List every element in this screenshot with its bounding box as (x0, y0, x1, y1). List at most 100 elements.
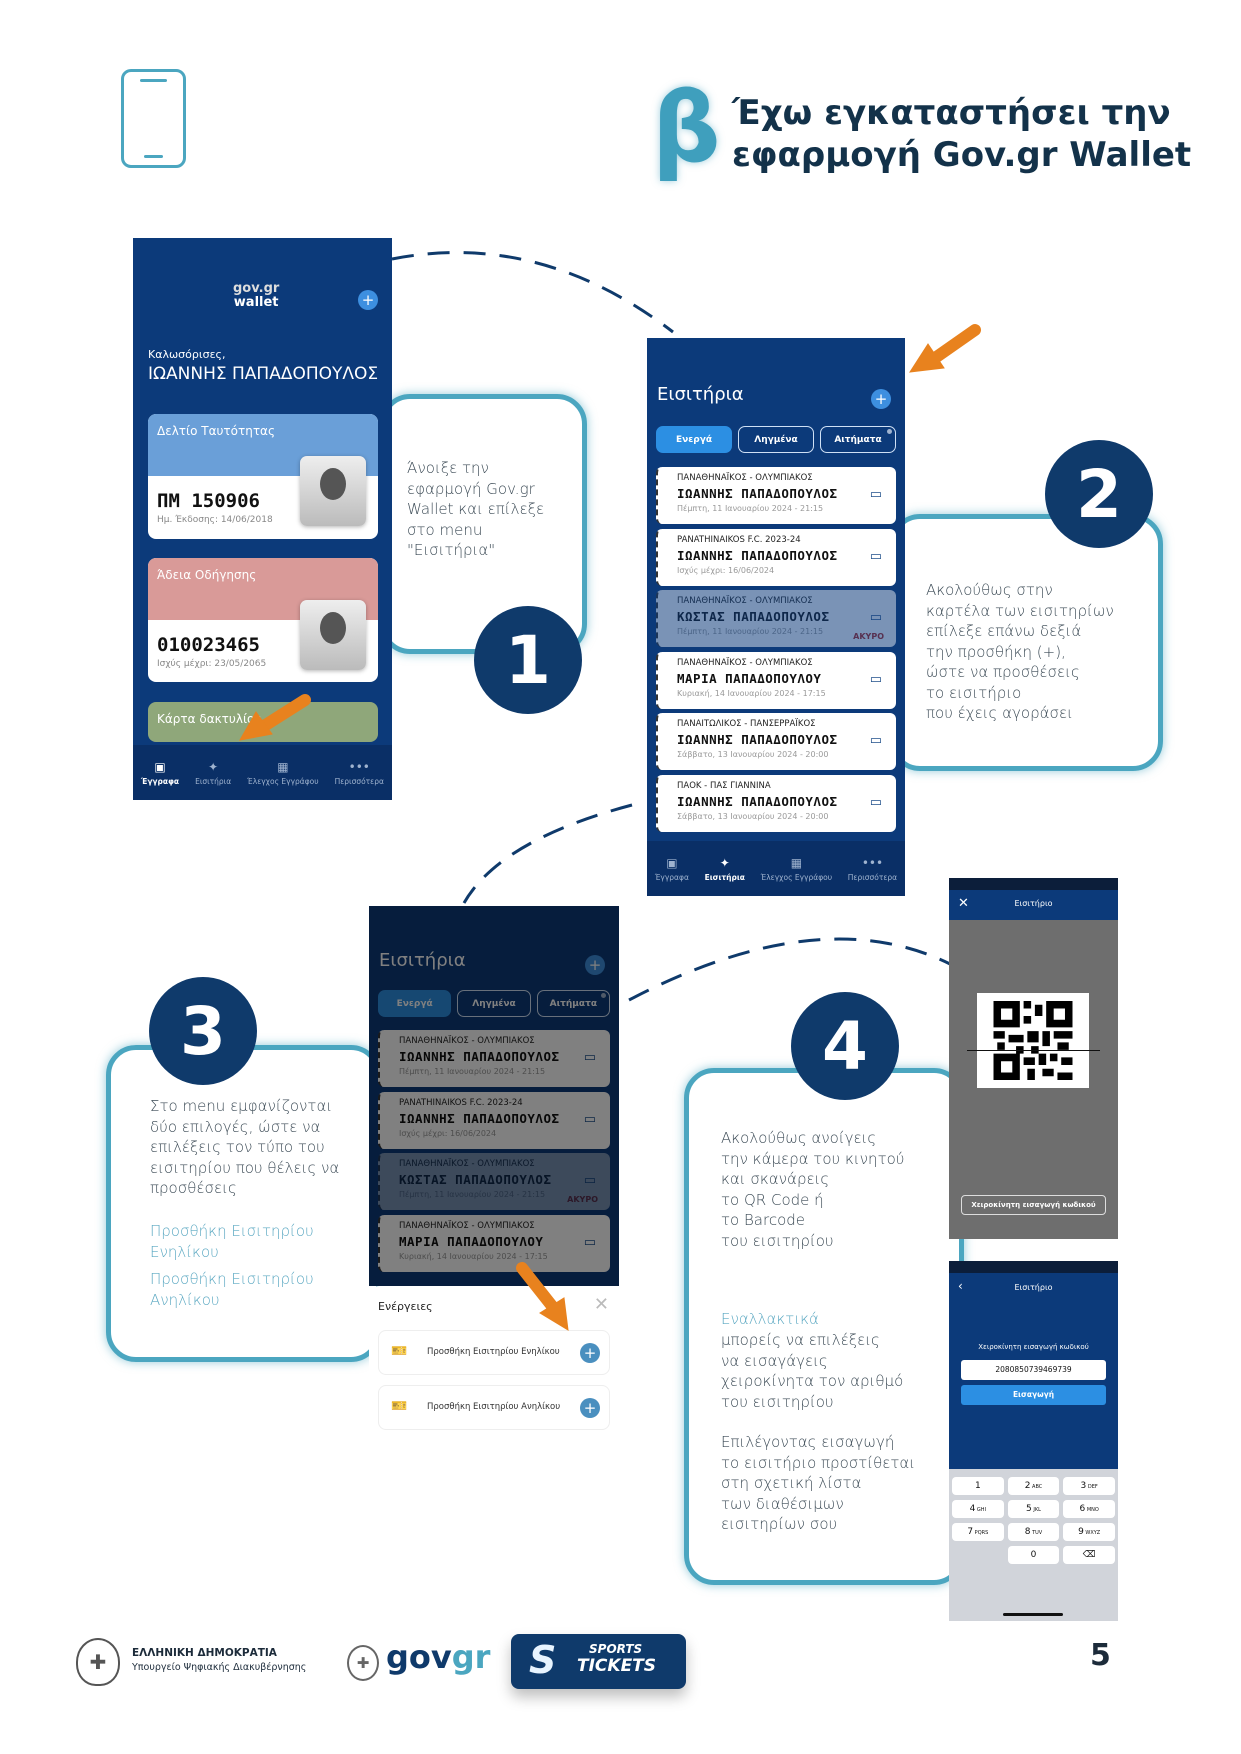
ticket-holder: ΙΩΑΝΝΗΣ ΠΑΠΑΔΟΠΟΥΛΟΣ (399, 1110, 560, 1126)
add-ticket-button[interactable]: + (585, 955, 605, 975)
notification-dot (887, 429, 892, 434)
ticket-match: ΠΑΝΑΘΗΝΑΪΚΟΣ - ΟΛΥΜΠΙΑΚΟΣ (677, 473, 813, 483)
code-input[interactable]: 2080850739469739 (961, 1360, 1106, 1380)
key-8[interactable]: 8 TUV (1007, 1523, 1060, 1541)
tab-0[interactable]: Ενεργά (656, 426, 732, 453)
ticket-row[interactable]: ΠΑΝΑΘΗΝΑΪΚΟΣ - ΟΛΥΜΠΙΑΚΟΣ ΜΑΡΙΑ ΠΑΠΑΔΟΠΟΥ… (656, 651, 896, 709)
key-5[interactable]: 5 JKL (1007, 1500, 1060, 1518)
phone-qr-scan: ✕ Εισιτήριο Χειροκίνητη εισαγωγή κωδικού (949, 878, 1118, 1239)
nav-item-1[interactable]: ✦Εισιτήρια (195, 760, 231, 786)
nav-item-3[interactable]: •••Περισσότερα (335, 760, 384, 786)
bottom-nav: ▣Έγγραφα ✦Εισιτήρια ▦Έλεγχος Εγγράφου •••Πε… (647, 841, 905, 896)
ticket-match: ΠΑΝΑΘΗΝΑΪΚΟΣ - ΟΛΥΜΠΙΑΚΟΣ (677, 596, 813, 606)
step4-alt-text: μπορείς να επιλέξεις να εισαγάγεις χειρο… (721, 1331, 904, 1411)
step4-final-text: Επιλέγοντας εισαγωγή το εισιτήριο προστί… (721, 1433, 916, 1533)
document-icon: ▣ (154, 759, 166, 774)
more-icon: ••• (348, 759, 370, 774)
tab-0[interactable]: Ενεργά (378, 990, 452, 1017)
license-card[interactable]: Άδεια Οδήγησης 010023465 Ισχύς μέχρι: 23… (148, 558, 378, 682)
greek-emblem-logo: ✚ (76, 1638, 120, 1686)
ticket-date: Σάββατο, 13 Ιανουαρίου 2024 - 20:00 (677, 811, 829, 821)
ticket-match: ΠΑΝΑΘΗΝΑΪΚΟΣ - ΟΛΥΜΠΙΑΚΟΣ (399, 1220, 535, 1231)
step2-text: Ακολούθως στην καρτέλα των εισιτηρίων επ… (926, 581, 1114, 722)
section-badge: β (652, 72, 721, 184)
id-card[interactable]: Δελτίο Ταυτότητας ΠΜ 150906 Ημ. Έκδοσης:… (148, 414, 378, 539)
nav-item-0[interactable]: ▣Έγγραφα (141, 760, 179, 786)
nav-item-3[interactable]: •••Περισσότερα (848, 856, 897, 882)
ministry-logo: ΕΛΛΗΝΙΚΗ ΔΗΜΟΚΡΑΤΙΑ Υπουργείο Ψηφιακής Δ… (132, 1647, 307, 1673)
close-icon[interactable]: ✕ (958, 896, 969, 911)
add-adult-button[interactable]: + (580, 1343, 600, 1363)
key-9[interactable]: 9 WXYZ (1063, 1523, 1115, 1541)
tab-1[interactable]: Ληγμένα (738, 426, 814, 453)
key-6[interactable]: 6 MNO (1063, 1500, 1115, 1518)
ticket-holder: ΚΩΣΤΑΣ ΠΑΠΑΔΟΠΟΥΛΟΣ (399, 1172, 552, 1187)
key-blank (952, 1546, 1004, 1564)
key-3[interactable]: 3 DEF (1063, 1477, 1115, 1495)
ticket-icon: ▭ (869, 733, 882, 748)
phone-outline-icon (121, 69, 186, 168)
qr-pattern (993, 1001, 1073, 1080)
ticket-date: Κυριακή, 14 Ιανουαρίου 2024 - 17:15 (677, 688, 826, 698)
welcome-label: Καλωσόρισες, (148, 348, 226, 361)
ticket-icon: ▭ (869, 794, 882, 810)
home-indicator (1003, 1613, 1063, 1616)
ticket-date: Πέμπτη, 11 Ιανουαρίου 2024 - 21:15 (399, 1067, 546, 1076)
nav-item-2[interactable]: ▦Έλεγχος Εγγράφου (761, 856, 832, 882)
key-2[interactable]: 2 ABC (1007, 1477, 1060, 1495)
sports-s-mark: S (529, 1638, 557, 1682)
page-title: Έχω εγκαταστήσει την εφαρμογή Gov.gr Wal… (732, 93, 1192, 175)
key-4[interactable]: 4 GHI (952, 1500, 1004, 1518)
close-icon[interactable]: ✕ (593, 1294, 609, 1315)
nav-label: Εισιτήρια (195, 776, 232, 786)
ticket-date: Σάββατο, 13 Ιανουαρίου 2024 - 20:00 (677, 750, 829, 759)
key-7[interactable]: 7 PQRS (952, 1523, 1004, 1541)
option-adult[interactable]: 🎫 Προσθήκη Εισιτηρίου Ενηλίκου + (378, 1330, 610, 1375)
add-ticket-button[interactable]: + (871, 389, 891, 409)
add-button[interactable]: + (358, 290, 378, 310)
ring-card[interactable]: Κάρτα δακτυλίου (148, 702, 378, 742)
step3-option-minor: Προσθήκη Εισιτηρίου Ανηλίκου (150, 1270, 314, 1309)
ticket-holder: ΜΑΡΙΑ ΠΑΠΑΔΟΠΟΥΛΟΥ (677, 670, 822, 686)
phone-manual-entry: ‹ Εισιτήριο Χειροκίνητη εισαγωγή κωδικού… (949, 1261, 1118, 1621)
step-number-1: 1 (474, 606, 582, 714)
key-1[interactable]: 1 (952, 1477, 1004, 1495)
nav-item-0[interactable]: ▣Έγγραφα (655, 856, 689, 882)
nav-label: Έγγραφα (654, 872, 689, 882)
step-number-4: 4 (791, 992, 899, 1100)
manual-entry-button[interactable]: Χειροκίνητη εισαγωγή κωδικού (961, 1195, 1106, 1215)
ticket-match: ΠΑΝΑΘΗΝΑΪΚΟΣ - ΟΛΥΜΠΙΑΚΟΣ (399, 1036, 535, 1046)
ticket-holder: ΙΩΑΝΝΗΣ ΠΑΠΑΔΟΠΟΥΛΟΣ (677, 732, 838, 747)
screen-title: Εισιτήρια (657, 384, 744, 405)
nav-item-1[interactable]: ✦Εισιτήρια (705, 856, 745, 882)
option-minor[interactable]: 🎫 Προσθήκη Εισιτηρίου Ανηλίκου + (378, 1385, 610, 1430)
bottom-nav: ▣Έγγραφα ✦Εισιτήρια ▦Έλεγχος Εγγράφου •••Πε… (133, 745, 392, 800)
back-icon[interactable]: ‹ (958, 1279, 963, 1293)
key-⌫[interactable]: ⌫ (1063, 1546, 1115, 1564)
tab-1[interactable]: Ληγμένα (457, 990, 531, 1017)
tab-2[interactable]: Αιτήματα (536, 990, 610, 1017)
nav-item-2[interactable]: ▦Έλεγχος Εγγράφου (247, 760, 318, 786)
key-0[interactable]: 0 (1007, 1546, 1060, 1564)
ticket-holder: ΙΩΑΝΝΗΣ ΠΑΠΑΔΟΠΟΥΛΟΣ (677, 793, 838, 809)
ticket-match: ΠΑΝΑΘΗΝΑΪΚΟΣ - ΟΛΥΜΠΙΑΚΟΣ (677, 657, 813, 668)
step4-text: Ακολούθως ανοίγεις την κάμερα του κινητο… (721, 1129, 905, 1250)
tab-2[interactable]: Αιτήματα (820, 426, 896, 453)
govgr-emblem-icon: ✚ (347, 1645, 379, 1681)
add-minor-button[interactable]: + (580, 1398, 600, 1418)
submit-button[interactable]: Εισαγωγή (961, 1385, 1106, 1405)
screen-title: Εισιτήρια (379, 950, 466, 971)
step3-option-adult: Προσθήκη Εισιτηρίου Ενηλίκου (150, 1222, 314, 1261)
